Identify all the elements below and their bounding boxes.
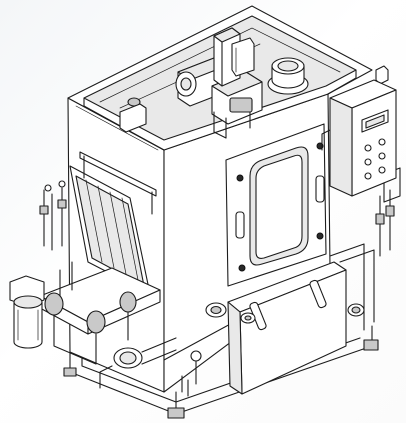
window-bolt (316, 232, 324, 240)
conveyor-roller (119, 291, 137, 313)
window-bolt (236, 174, 244, 182)
side-loading-conveyor (39, 151, 161, 365)
panel-buttons (364, 138, 386, 180)
control-panel (321, 79, 397, 197)
left-foot (63, 367, 77, 377)
panel-button[interactable] (378, 138, 386, 146)
top-filler-port (267, 57, 309, 95)
top-actuator (213, 27, 255, 87)
window-bolt (238, 264, 246, 272)
left-sensor-rods (39, 180, 67, 251)
conveyor-roller (44, 292, 64, 316)
panel-handle-right[interactable] (309, 279, 327, 309)
front-window-door (225, 123, 327, 287)
panel-button[interactable] (364, 144, 372, 152)
filter-canister (9, 275, 45, 349)
front-drain-port (205, 302, 227, 318)
panel-button[interactable] (364, 172, 372, 180)
top-fittings (119, 65, 389, 133)
panel-button[interactable] (364, 158, 372, 166)
conveyor-roller (86, 310, 106, 334)
front-foot (167, 407, 185, 419)
lower-pump (99, 337, 202, 397)
right-side-piping (329, 167, 401, 331)
door-handle-right[interactable] (315, 175, 325, 203)
control-panel-front (351, 89, 397, 197)
panel-button[interactable] (378, 152, 386, 160)
front-access-panel (227, 261, 347, 395)
door-handle-left[interactable] (235, 211, 245, 239)
right-foot (363, 339, 379, 351)
panel-button[interactable] (378, 166, 386, 174)
